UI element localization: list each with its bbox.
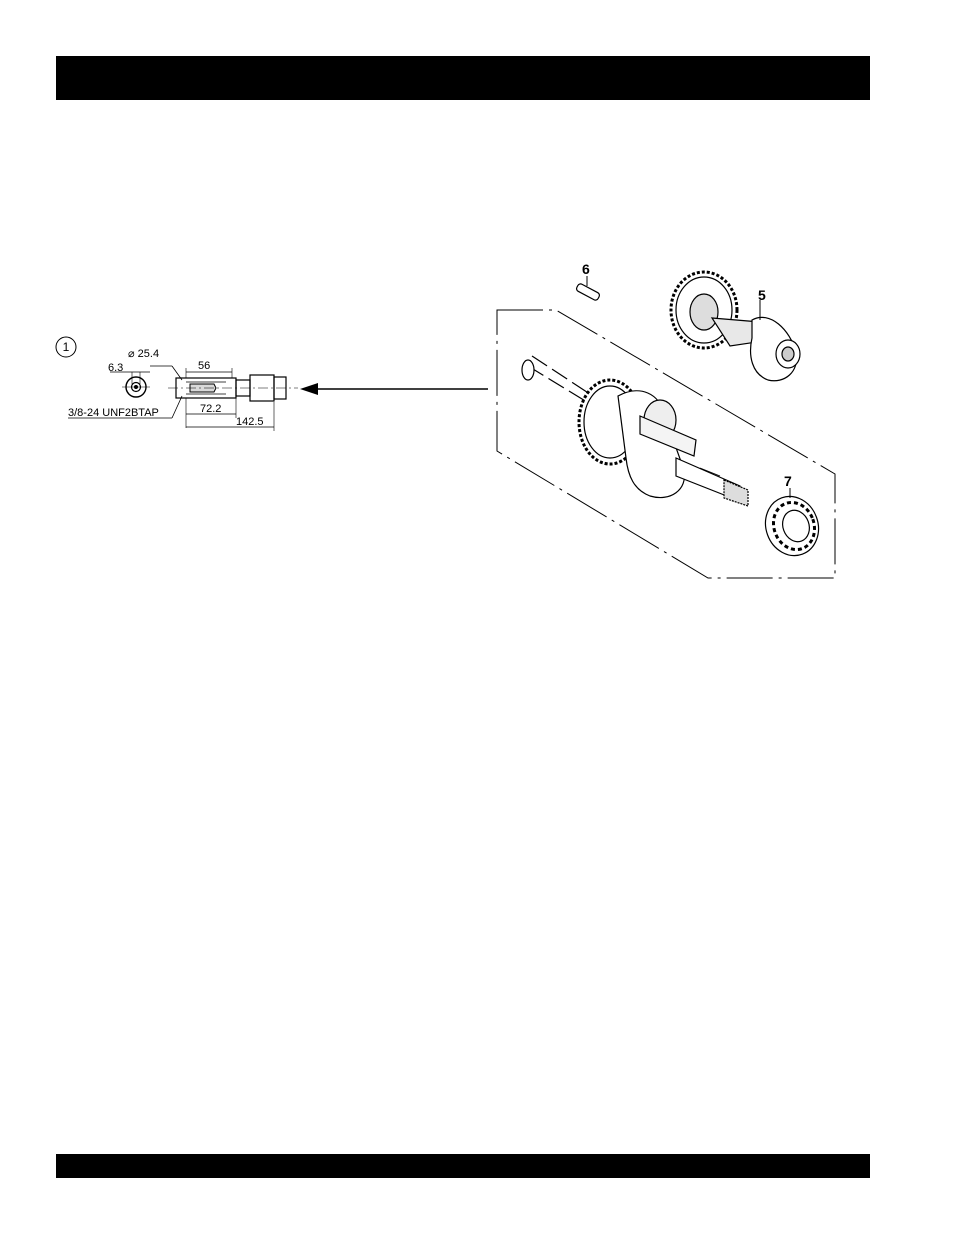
footer-bar: [56, 1154, 870, 1178]
ball-bearing: [757, 488, 826, 563]
dim-length-142: 142.5: [236, 416, 264, 428]
dim-length-56: 56: [198, 360, 210, 372]
dim-length-72: 72.2: [200, 403, 221, 415]
crankshaft-alt-part: [671, 272, 800, 381]
callout-5: 5: [758, 287, 766, 303]
dim-diameter: ⌀ 25.4: [128, 348, 159, 360]
crankshaft-dimension-detail: 1: [56, 337, 298, 431]
callout-6: 6: [582, 261, 590, 277]
callout-7: 7: [784, 473, 792, 489]
dim-offset: 6.3: [108, 362, 123, 374]
detail-arrow: [300, 383, 488, 395]
dim-thread-tap: 3/8-24 UNF2BTAP: [68, 407, 159, 419]
woodruff-key: [576, 276, 601, 301]
shaft-end-view: [122, 377, 150, 397]
detail-callout-number: 1: [63, 340, 70, 354]
crankshaft-main: [522, 356, 748, 506]
shaft-side-view: [168, 375, 298, 401]
